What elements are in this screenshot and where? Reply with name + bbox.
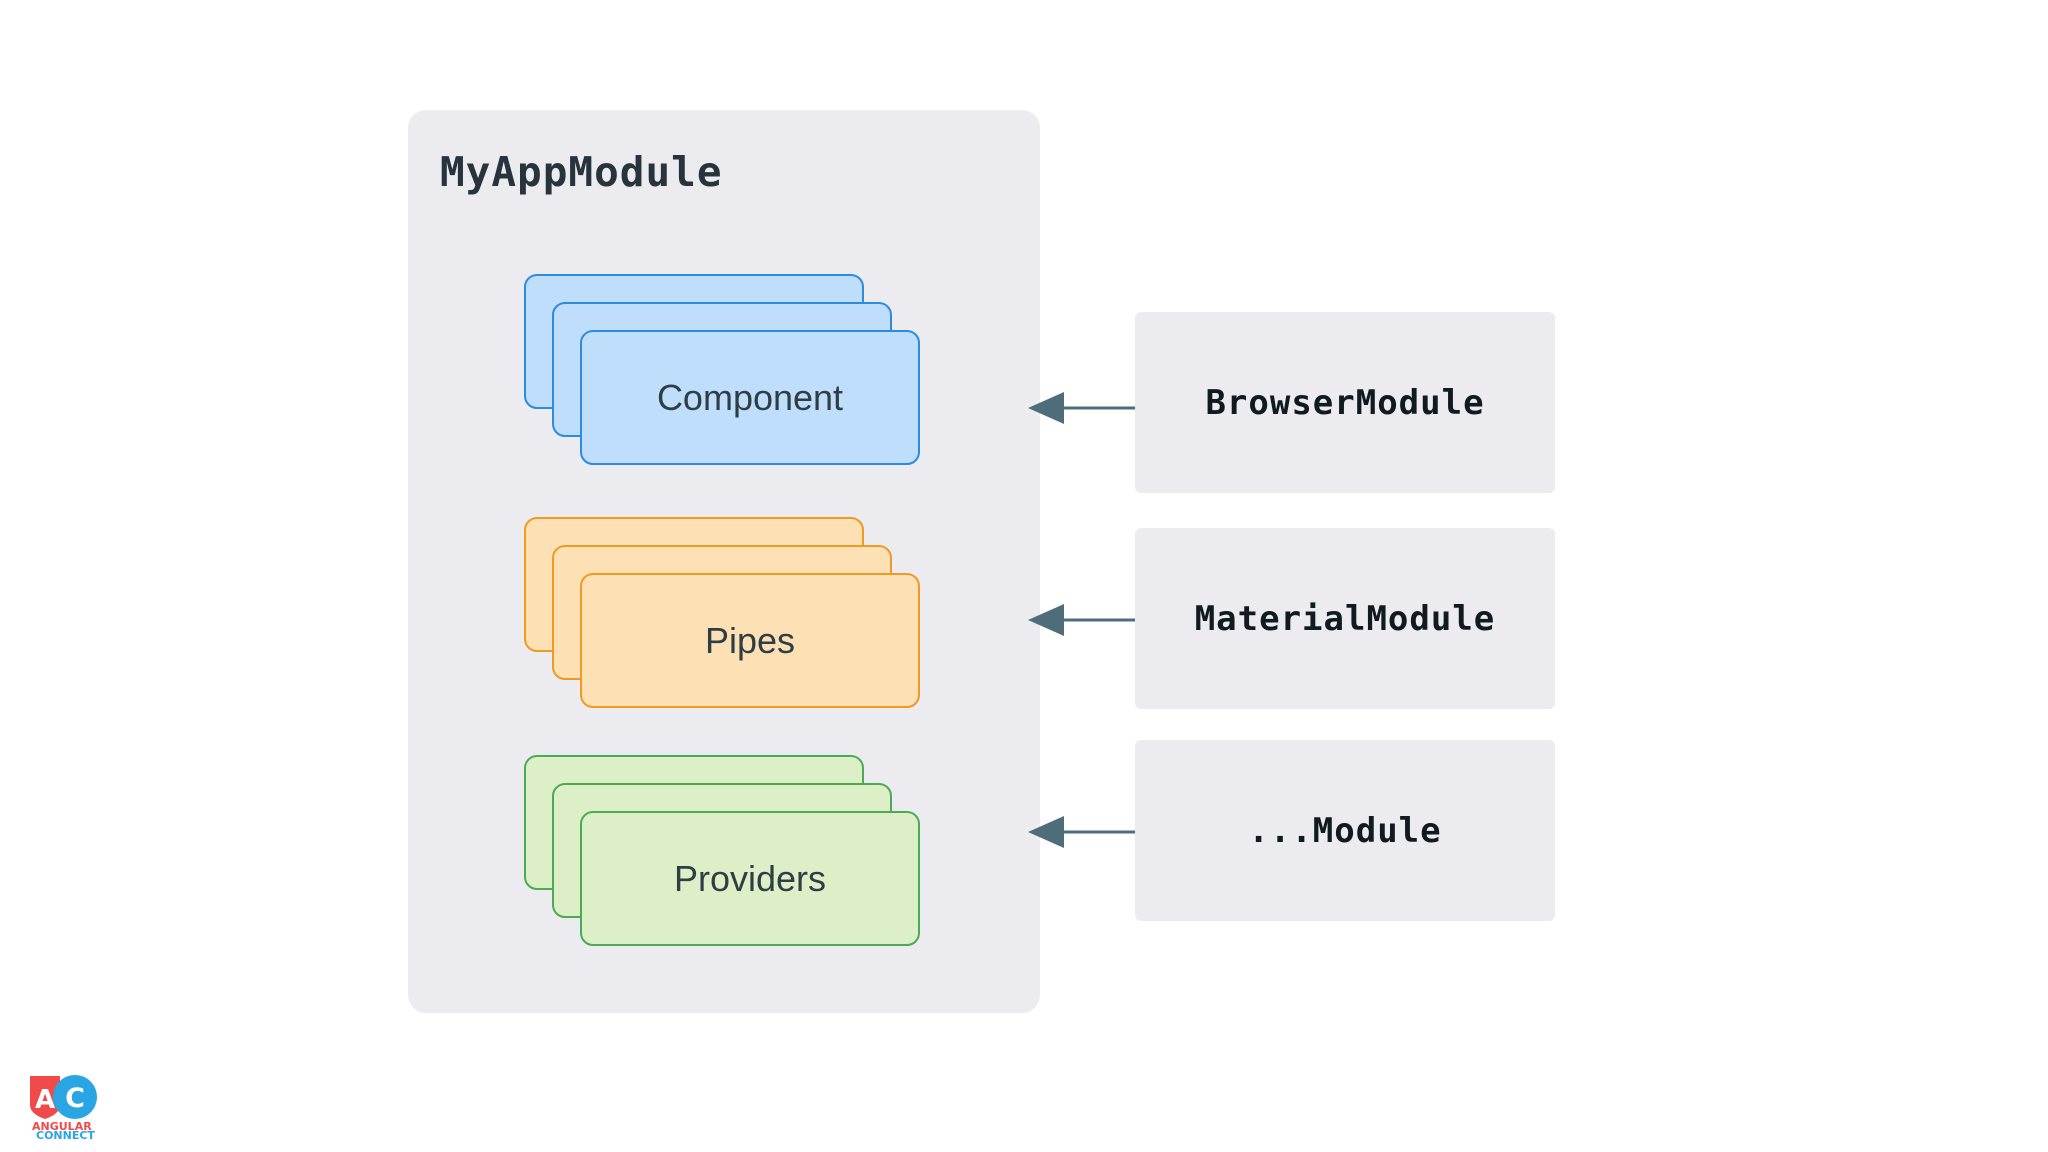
module-box-browser[interactable]: BrowserModule [1135, 312, 1555, 493]
card-label-component: Component [656, 376, 844, 418]
arrow-left-icon [1028, 604, 1140, 636]
card-pipes-front[interactable]: Pipes [580, 573, 920, 708]
arrow-material-module [1028, 603, 1140, 637]
card-component-front[interactable]: Component [580, 330, 920, 465]
svg-text:C: C [65, 1083, 85, 1114]
arrow-browser-module [1028, 391, 1140, 425]
angularconnect-logo: A C ANGULAR CONNECT [20, 1072, 110, 1142]
card-providers-front[interactable]: Providers [580, 811, 920, 946]
logo-word-bottom: CONNECT [36, 1129, 95, 1140]
stack-component[interactable]: Component [524, 274, 944, 474]
card-label-providers: Providers [673, 857, 827, 899]
panel-title: MyAppModule [440, 148, 723, 196]
logo-word-top: ANGULAR [32, 1120, 92, 1133]
my-app-module-panel: MyAppModule Component Pipes Providers [408, 110, 1040, 1013]
stack-pipes[interactable]: Pipes [524, 517, 944, 717]
module-label-other: ...Module [1248, 810, 1442, 851]
module-label-browser: BrowserModule [1205, 382, 1485, 423]
svg-text:A: A [35, 1085, 55, 1115]
angularconnect-logo-icon: A C ANGULAR CONNECT [30, 1075, 97, 1142]
arrow-left-icon [1028, 816, 1140, 848]
arrow-left-icon [1028, 392, 1140, 424]
module-box-material[interactable]: MaterialModule [1135, 528, 1555, 709]
arrow-other-module [1028, 815, 1140, 849]
module-label-material: MaterialModule [1194, 598, 1496, 639]
module-box-other[interactable]: ...Module [1135, 740, 1555, 921]
card-label-pipes: Pipes [704, 619, 796, 661]
stack-providers[interactable]: Providers [524, 755, 944, 955]
